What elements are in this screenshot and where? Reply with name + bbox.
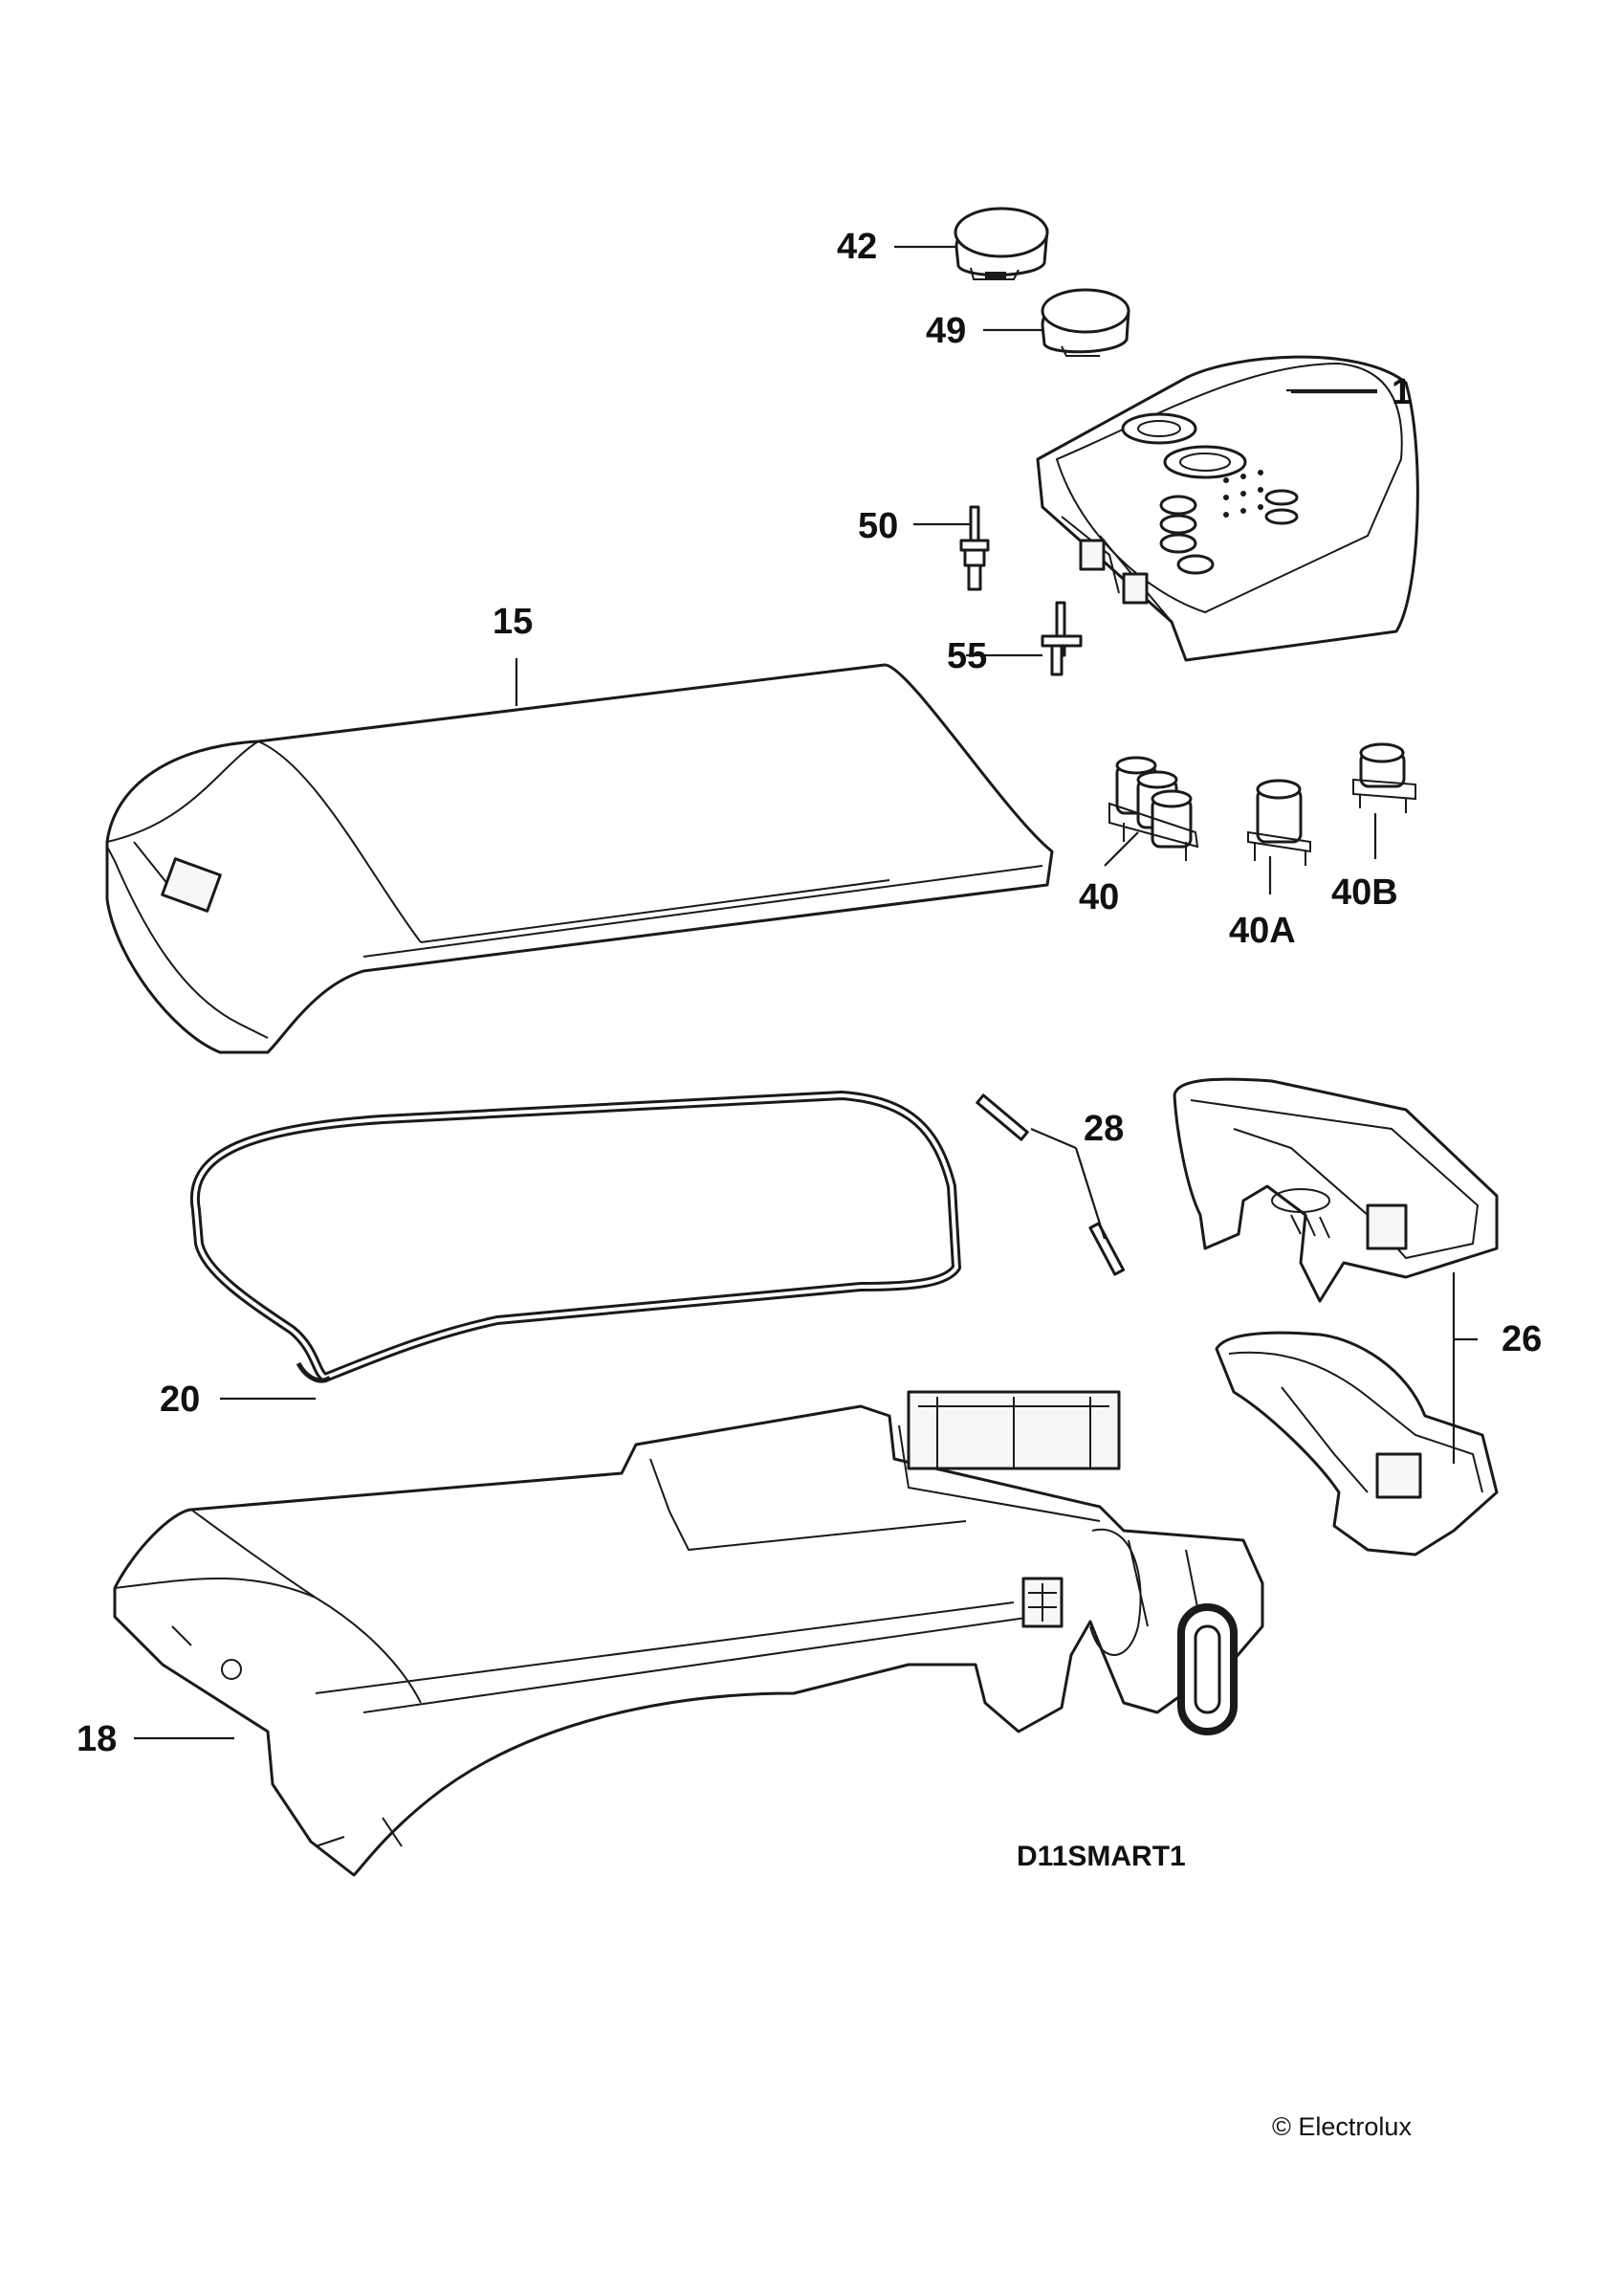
part-1-control-panel <box>1036 355 1419 662</box>
leader-lines <box>134 245 1478 1740</box>
callout-1: 1 <box>1392 372 1412 412</box>
part-28-pins <box>976 1093 1126 1276</box>
part-40-switch-block <box>1108 756 1199 861</box>
callout-40: 40 <box>1079 877 1119 917</box>
callout-40A: 40A <box>1229 911 1296 951</box>
part-26-hinge-upper <box>1173 1077 1499 1303</box>
callout-40B: 40B <box>1331 872 1398 913</box>
callout-49: 49 <box>926 311 966 351</box>
callout-55: 55 <box>947 636 987 676</box>
copyright-notice: © Electrolux <box>1272 2112 1412 2141</box>
part-26-hinge-lower <box>1215 1331 1499 1556</box>
part-50-pin <box>959 505 990 591</box>
part-20-gasket <box>189 1091 961 1383</box>
part-55-connector <box>1041 601 1083 676</box>
callout-50: 50 <box>858 506 898 546</box>
callout-42: 42 <box>837 227 877 267</box>
callout-28: 28 <box>1084 1109 1124 1149</box>
diagram-code: D11SMART1 <box>1017 1841 1186 1872</box>
part-49-knob <box>1041 288 1130 357</box>
callout-18: 18 <box>77 1719 117 1759</box>
callout-20: 20 <box>160 1380 200 1420</box>
callout-26: 26 <box>1502 1319 1542 1359</box>
callout-15: 15 <box>493 602 533 642</box>
part-18-base <box>113 1390 1264 1877</box>
part-40B-switch <box>1352 742 1416 813</box>
part-42-knob <box>954 207 1049 280</box>
part-15-lid <box>105 663 1054 1054</box>
part-40A-switch <box>1247 779 1311 866</box>
